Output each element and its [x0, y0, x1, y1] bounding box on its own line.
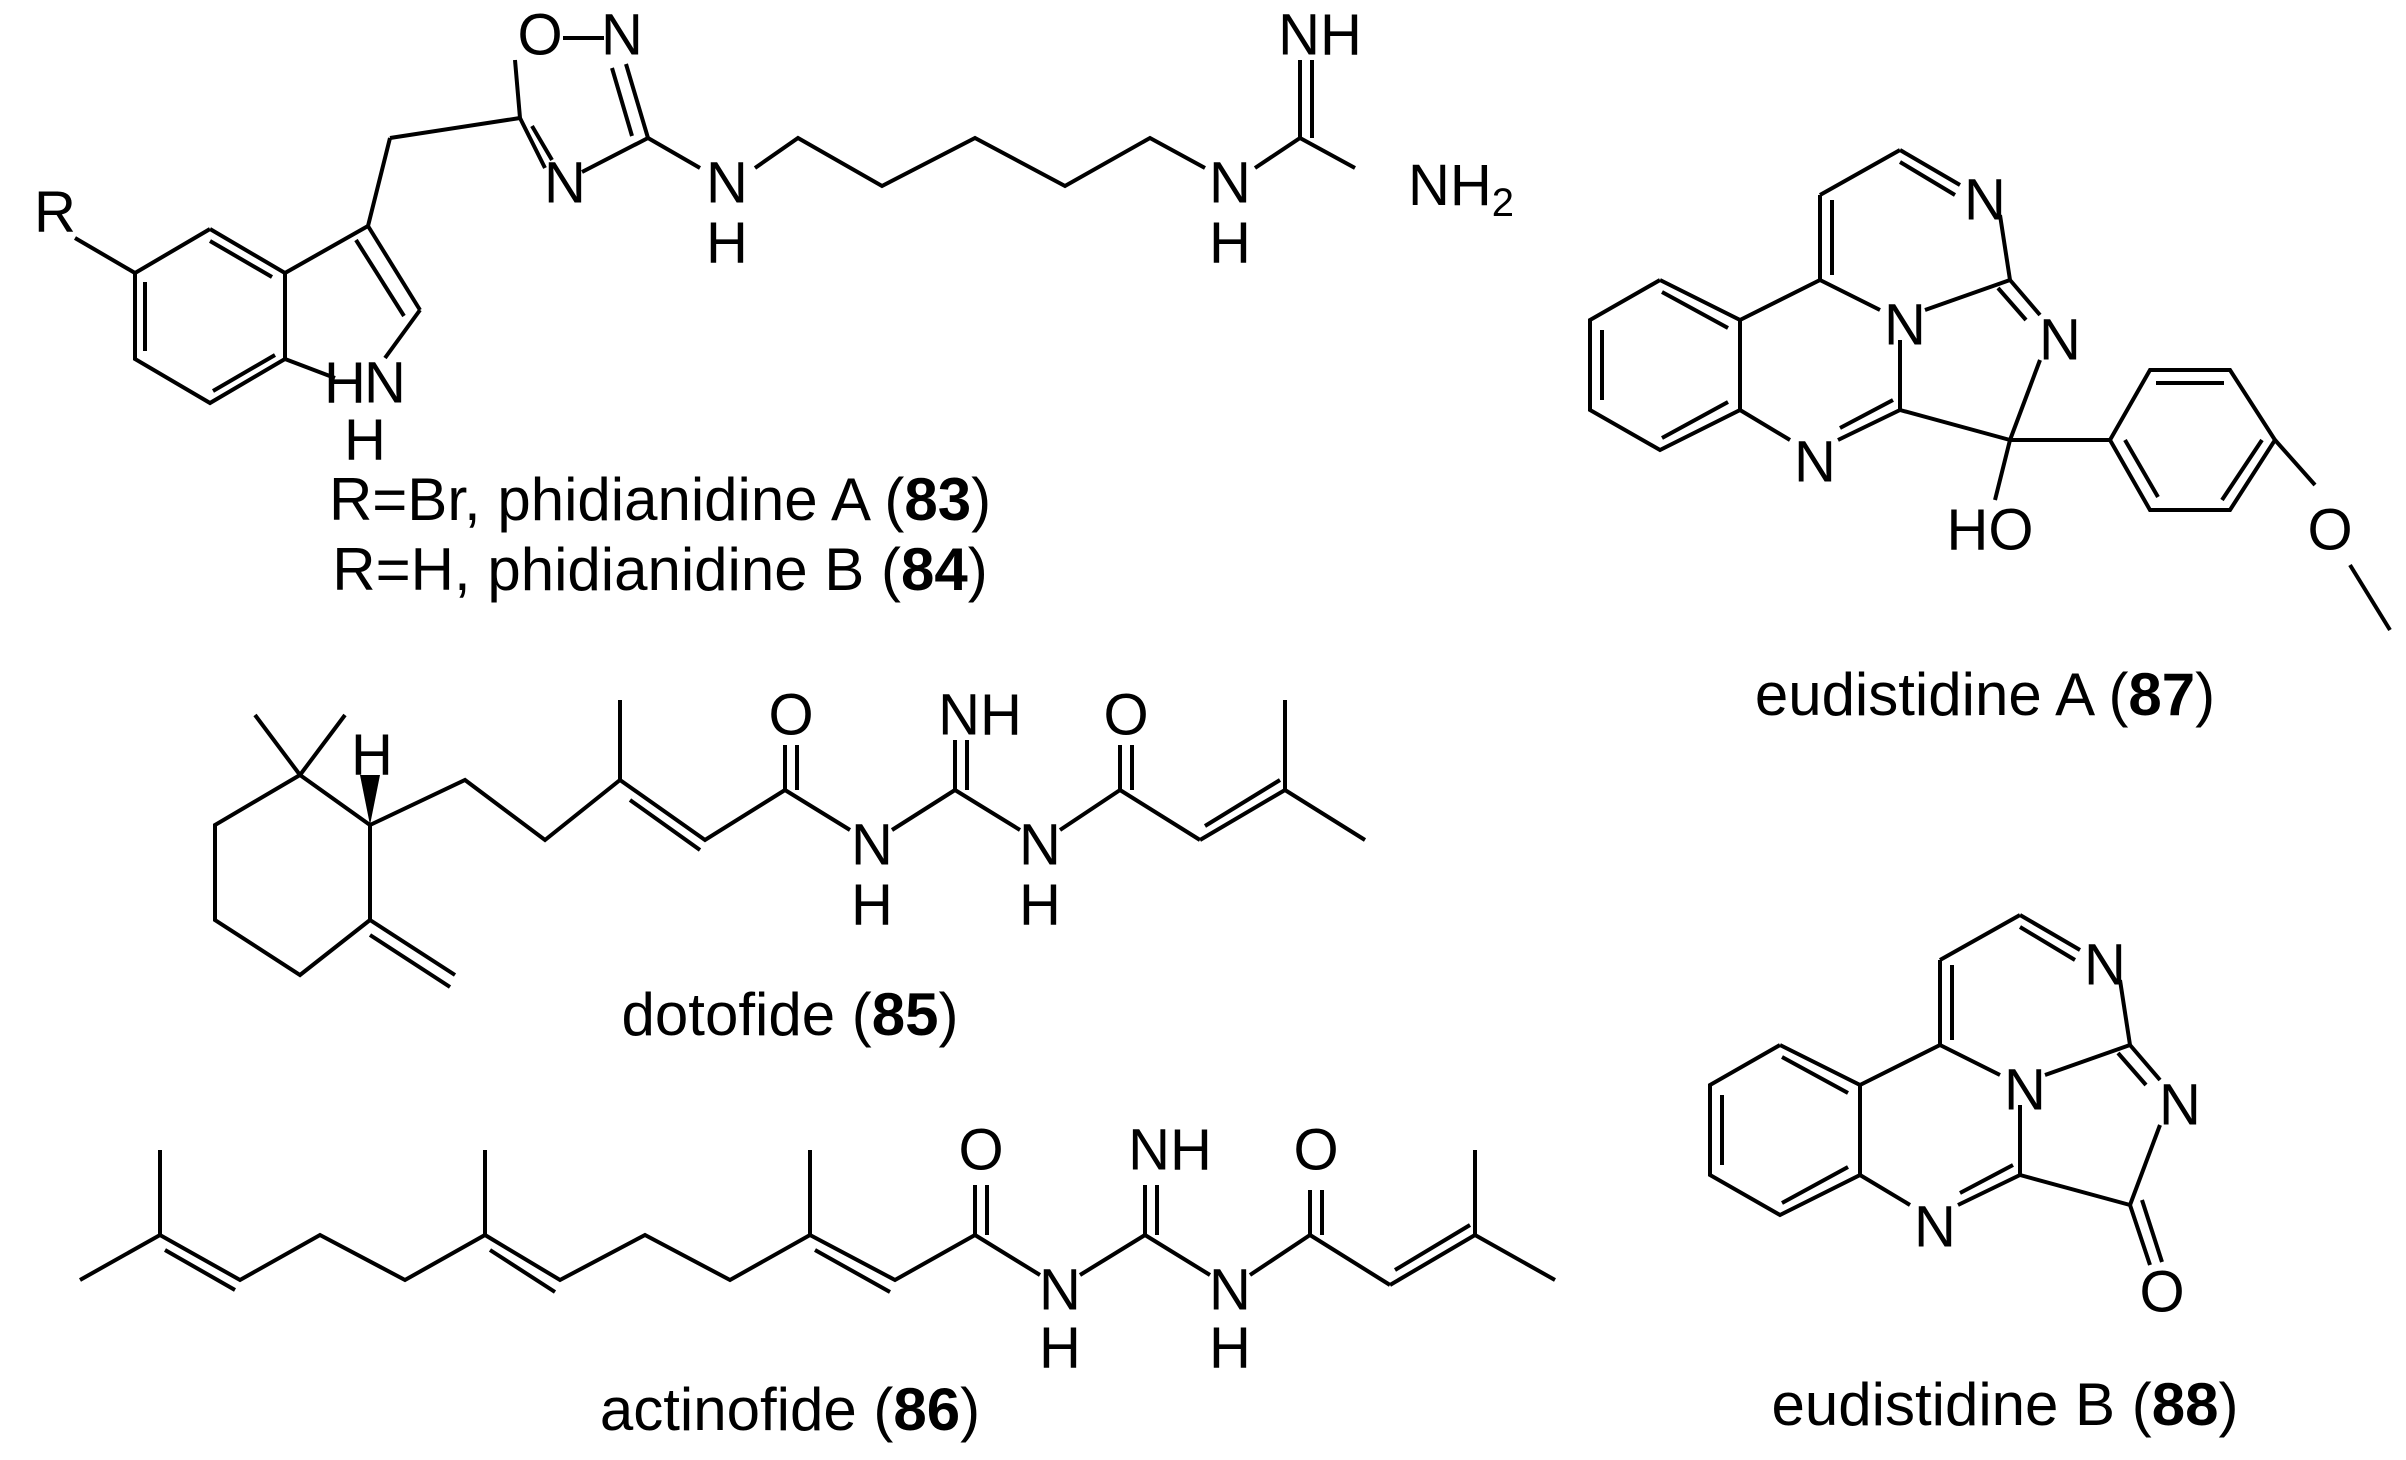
phidianidine-caption: R=Br, phidianidine A (83) R=H, phidianid… [329, 466, 991, 603]
pyrimidine-nitrogen-label: N [1964, 168, 2006, 233]
phidianidine-structure: R O N N N H H N H N H NH NH2 R=Br, phidi… [34, 3, 1514, 604]
carbonyl-oxygen-left-label: O [958, 1118, 1003, 1183]
dotofide-structure: H O NH O N H N H dotofide (85) [213, 683, 1367, 1048]
phidianidine-atom-labels: R O N N N H H N H N H NH NH2 [34, 3, 1514, 473]
eudistidine-b-caption: eudistidine B (88) [1772, 1371, 2239, 1438]
carbonyl-oxygen-label: O [2139, 1260, 2184, 1325]
pyrimidine-nitrogen-label: N [2084, 933, 2126, 998]
amide-hydrogen-right-label: H [1209, 1316, 1251, 1381]
indole-hydrogen-lower-label: H [344, 408, 386, 473]
methoxy-oxygen-label: O [2307, 498, 2352, 563]
amide-hydrogen-right-label: H [1019, 873, 1061, 938]
eudistidine-a-atom-labels: N N N N HO O [1794, 168, 2353, 563]
imidazole-nitrogen-label: N [2039, 308, 2081, 373]
carbonyl-oxygen-left-label: O [768, 683, 813, 748]
guanidine-amine-label: NH2 [1408, 153, 1514, 226]
amide-nitrogen-left-label: N [851, 813, 893, 878]
indole-nitrogen-label: N [364, 351, 406, 416]
stereocenter-hydrogen-label: H [351, 723, 393, 788]
eudistidine-a-bonds [1588, 148, 2392, 632]
indole-hydrogen-upper-label: H [324, 351, 366, 416]
r-group-label: R [34, 180, 76, 245]
amide-nitrogen-right-label: N [1209, 1258, 1251, 1323]
eudistidine-b-bonds [1708, 913, 2164, 1266]
eudistidine-b-structure: N N N N O eudistidine B (88) [1708, 913, 2239, 1438]
carbonyl-oxygen-right-label: O [1103, 683, 1148, 748]
phidianidine-bonds [73, 36, 1356, 406]
guanidine-hydrogen-label: H [1209, 211, 1251, 276]
phidianidine-a-caption: R=Br, phidianidine A (83) [329, 466, 991, 533]
hydroxyl-label: HO [1947, 498, 2034, 563]
actinofide-structure: O NH O N H N H actinofide (86) [79, 1118, 1556, 1443]
amide-hydrogen-left-label: H [851, 873, 893, 938]
amide-hydrogen-left-label: H [1039, 1316, 1081, 1381]
imidazole-nitrogen-label: N [2159, 1073, 2201, 1138]
eudistidine-a-caption: eudistidine A (87) [1755, 661, 2215, 728]
quinazoline-nitrogen-label: N [1794, 430, 1836, 495]
imine-label: NH [938, 683, 1022, 748]
oxadiazole-nitrogen-top-label: N [601, 3, 643, 68]
oxadiazole-oxygen-label: O [517, 3, 562, 68]
actinofide-caption: actinofide (86) [600, 1376, 980, 1443]
actinofide-atom-labels: O NH O N H N H [958, 1118, 1338, 1381]
quinazoline-nitrogen-label: N [1914, 1195, 1956, 1260]
amide-nitrogen-right-label: N [1019, 813, 1061, 878]
actinofide-bonds [79, 1150, 1556, 1294]
dotofide-atom-labels: H O NH O N H N H [351, 683, 1149, 938]
bridgehead-nitrogen-label: N [1884, 293, 1926, 358]
guanidine-imine-label: NH [1278, 3, 1362, 68]
dotofide-caption: dotofide (85) [622, 981, 959, 1048]
amine-nitrogen-label: N [706, 151, 748, 216]
oxadiazole-nitrogen-bottom-label: N [544, 151, 586, 216]
bridgehead-nitrogen-label: N [2004, 1058, 2046, 1123]
phidianidine-b-caption: R=H, phidianidine B (84) [332, 536, 987, 603]
amide-nitrogen-left-label: N [1039, 1258, 1081, 1323]
dotofide-bonds [213, 700, 1367, 989]
imine-label: NH [1128, 1118, 1212, 1183]
eudistidine-b-atom-labels: N N N N O [1914, 933, 2201, 1325]
eudistidine-a-structure: N N N N HO O eudistidine A (87) [1588, 148, 2392, 728]
amine-hydrogen-label: H [706, 211, 748, 276]
carbonyl-oxygen-right-label: O [1293, 1118, 1338, 1183]
guanidine-nitrogen-label: N [1209, 151, 1251, 216]
